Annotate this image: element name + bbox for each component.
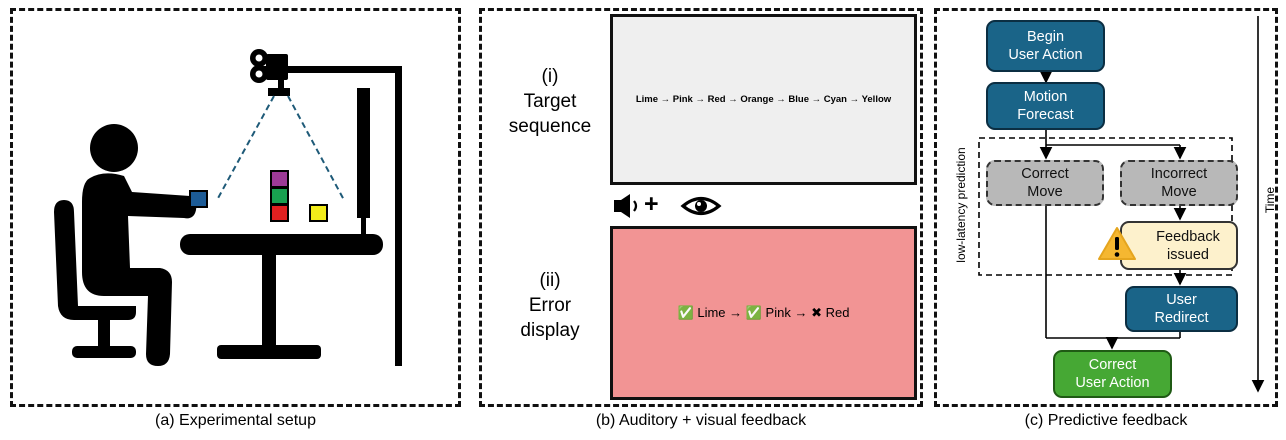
vertical-screen: [357, 88, 370, 218]
person-icon: [54, 124, 197, 366]
experimental-setup-illustration: [54, 49, 402, 366]
panel-predictive-feedback: [934, 8, 1278, 407]
panel-experimental-setup: [10, 8, 461, 407]
low-latency-region: [978, 137, 1233, 276]
warning-icon: [1098, 227, 1136, 260]
feedback-modes: [614, 194, 722, 218]
cube-green: [270, 187, 289, 205]
cube-blue-held: [189, 190, 208, 208]
eye-icon: [680, 196, 722, 216]
cube-red: [270, 204, 289, 222]
caption-experimental-setup: (a) Experimental setup: [155, 412, 316, 429]
target-sequence-screen: Lime → Pink → Red → Orange → Blue → Cyan…: [610, 14, 917, 185]
table-top: [180, 234, 383, 255]
error-display-screen: ✅ Lime → ✅ Pink → ✖ Red: [610, 226, 917, 400]
caption-predictive-feedback: (c) Predictive feedback: [1024, 412, 1188, 429]
low-latency-prediction-label: low-latency prediction: [954, 147, 968, 263]
error-display-text: ✅ Lime → ✅ Pink → ✖ Red: [677, 305, 850, 320]
time-label: Time: [1263, 186, 1277, 214]
cube-yellow: [309, 204, 328, 222]
target-sequence-text: Lime → Pink → Red → Orange → Blue → Cyan…: [635, 94, 892, 105]
caption-auditory-visual-feedback: (b) Auditory + visual feedback: [595, 412, 807, 429]
row-label-error-display: (ii) Error display: [520, 270, 580, 341]
flowchart-connectors: [978, 16, 1265, 393]
row-label-target-sequence: (i) Target sequence: [508, 66, 592, 137]
plus-sign: +: [644, 190, 659, 218]
speaker-icon: [614, 194, 638, 218]
camera-icon: [250, 49, 290, 96]
camera-pole: [395, 66, 402, 366]
panel-auditory-visual-feedback: [479, 8, 923, 407]
cube-purple: [270, 170, 289, 188]
camera-arm: [262, 66, 402, 73]
